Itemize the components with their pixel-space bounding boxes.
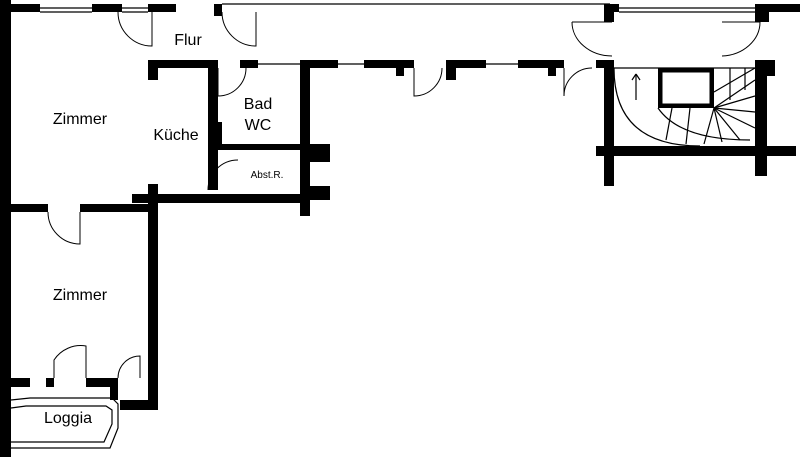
room-label-kueche: Küche bbox=[153, 127, 198, 144]
room-label-flur: Flur bbox=[174, 32, 202, 49]
staircase bbox=[596, 60, 796, 186]
room-label-bad: Bad bbox=[244, 96, 272, 113]
room-label-abstellraum: Abst.R. bbox=[251, 170, 284, 181]
room-label-zimmer-top: Zimmer bbox=[53, 111, 108, 128]
room-labels: Zimmer Flur Küche Bad WC Abst.R. Zimmer … bbox=[44, 32, 283, 427]
thin-lines bbox=[0, 7, 755, 449]
doors bbox=[47, 11, 761, 379]
room-label-loggia: Loggia bbox=[44, 410, 92, 427]
room-label-wc: WC bbox=[245, 117, 272, 134]
room-label-zimmer-bottom: Zimmer bbox=[53, 287, 108, 304]
